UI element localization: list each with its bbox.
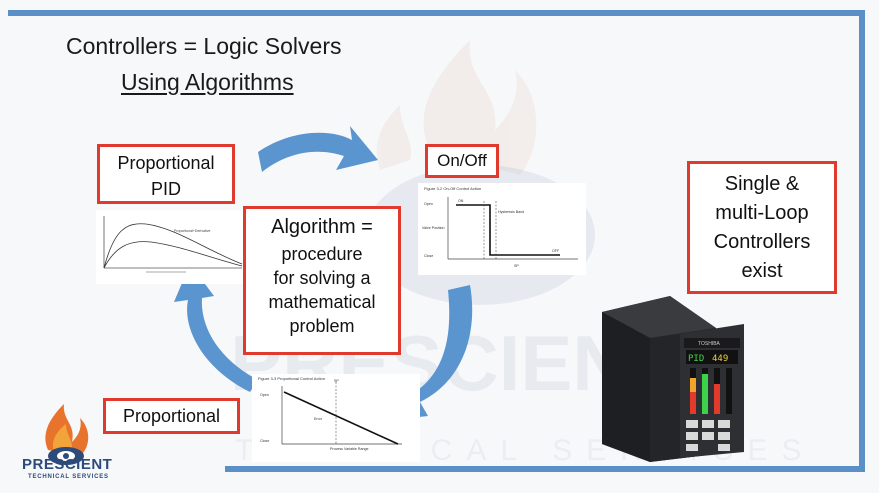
- device-sv-display: 449: [712, 354, 728, 364]
- onoff-label: On/Off: [437, 151, 487, 170]
- device-pv-display: PID: [688, 354, 704, 364]
- prop-figure-caption: Figure 3-3 Proportional Control Action: [258, 376, 325, 381]
- onoff-close-label: Close: [424, 254, 433, 258]
- frame-top-border: [8, 10, 865, 16]
- onoff-label-box: On/Off: [425, 144, 499, 178]
- prop-sp-label: SP: [334, 379, 339, 383]
- pid-response-figure: Proportional+Derivative: [96, 210, 246, 284]
- algorithm-line3: for solving a: [273, 268, 371, 288]
- pid-label-box: Proportional PID: [97, 144, 235, 204]
- algorithm-definition-box: Algorithm = procedure for solving a math…: [243, 206, 401, 355]
- prescient-logo-mark: [45, 404, 89, 465]
- loop-controllers-box: Single & multi-Loop Controllers exist: [687, 161, 837, 294]
- arrow-top: [258, 126, 378, 172]
- pid-figure-caption: Proportional+Derivative: [174, 229, 211, 233]
- controller-device-image: TOSHIBA PID 449: [602, 296, 744, 462]
- logo-name: PRESCIENT: [22, 456, 113, 473]
- device-brand: TOSHIBA: [698, 341, 721, 347]
- algorithm-line5: problem: [289, 316, 355, 336]
- frame-bottom-border: [225, 466, 865, 472]
- loop-line4: exist: [741, 260, 783, 282]
- slide-title: Controllers = Logic Solvers: [66, 33, 342, 59]
- proportional-control-figure: Figure 3-3 Proportional Control Action O…: [252, 374, 420, 462]
- onoff-off-label: OFF: [552, 249, 560, 253]
- loop-line1: Single &: [724, 173, 800, 195]
- prop-open-label: Open: [260, 393, 269, 397]
- loop-line2: multi-Loop: [715, 202, 809, 224]
- prop-close-label: Close: [260, 439, 269, 443]
- onoff-sp-label: SP: [514, 264, 519, 268]
- loop-line3: Controllers: [713, 231, 811, 253]
- onoff-figure-caption: Figure 3-2 On-Off Control Action: [424, 186, 481, 191]
- onoff-band-label: Hysteresis Band: [498, 210, 524, 214]
- pid-label-line1: Proportional: [117, 153, 215, 173]
- onoff-valve-label: Valve Position: [422, 226, 445, 230]
- slide-subtitle: Using Algorithms: [121, 69, 294, 95]
- prop-error-label: Error: [314, 417, 323, 421]
- proportional-label: Proportional: [122, 406, 221, 426]
- onoff-open-label: Open: [424, 202, 433, 206]
- proportional-label-box: Proportional: [103, 398, 240, 434]
- algorithm-line2: procedure: [281, 244, 363, 264]
- onoff-on-label: ON: [458, 199, 464, 203]
- prop-band-label: Process Variable Range: [330, 447, 369, 451]
- arrow-left: [174, 264, 258, 392]
- algorithm-line4: mathematical: [268, 292, 376, 312]
- arrow-right: [392, 285, 473, 420]
- logo-tagline: TECHNICAL SERVICES: [28, 474, 109, 480]
- frame-right-border: [859, 10, 865, 472]
- onoff-control-figure: Figure 3-2 On-Off Control Action Open Va…: [418, 183, 586, 275]
- algorithm-line1: Algorithm =: [271, 216, 373, 238]
- pid-label-line2: PID: [150, 179, 181, 199]
